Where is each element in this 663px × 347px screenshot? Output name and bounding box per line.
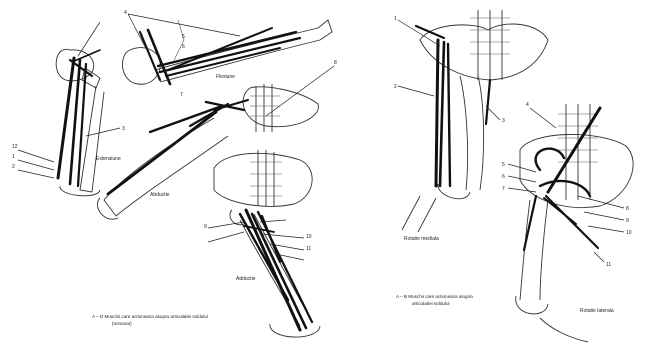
left-caption-line1: A – D Muschii care actioneaza asupra art… (92, 314, 208, 319)
rmarker-3: 3 (502, 118, 505, 124)
right-panel: 1 2 3 Rotatie mediala (394, 10, 633, 342)
marker-5: 5 (182, 34, 185, 40)
marker-10: 10 (306, 234, 312, 240)
marker-9: 9 (204, 224, 207, 230)
right-caption-line1: A – B Muschii care actioneaza asupra (396, 294, 473, 299)
right-caption-line2: articulatiei soldului (412, 301, 450, 306)
rmarker-9: 9 (626, 218, 629, 224)
label-extension: Extensiune (96, 156, 121, 162)
label-adduction: Adductie (236, 276, 256, 282)
marker-1: 1 (12, 154, 15, 160)
abduction-view: 8 Abductie (97, 60, 337, 219)
extension-view: 12 1 2 3 Extensiune (12, 22, 125, 196)
rmarker-7: 7 (502, 186, 505, 192)
rmarker-6: 6 (502, 174, 505, 180)
rmarker-8: 8 (626, 206, 629, 212)
label-abduction: Abductie (150, 192, 170, 198)
marker-8: 8 (334, 60, 337, 66)
label-medial-rotation: Rotatie mediala (404, 236, 439, 242)
flexion-view: 4 5 6 7 Flexiune (122, 10, 332, 98)
rmarker-5: 5 (502, 162, 505, 168)
adduction-view: 9 10 11 Adductie (204, 150, 320, 337)
rmarker-1: 1 (394, 16, 397, 22)
marker-6: 6 (182, 44, 185, 50)
marker-12: 12 (12, 144, 18, 150)
label-flexion: Flexiune (216, 74, 235, 80)
marker-7: 7 (180, 92, 183, 98)
rmarker-2: 2 (394, 84, 397, 90)
left-panel: 12 1 2 3 Extensiune 4 5 6 7 Flexiune (12, 10, 337, 337)
marker-4: 4 (124, 10, 127, 16)
rmarker-10: 10 (626, 230, 632, 236)
marker-2: 2 (12, 164, 15, 170)
label-lateral-rotation: Rotatie laterala (580, 308, 614, 314)
lateral-rotation-view: 4 5 6 7 8 9 10 11 Rotatie laterala (502, 102, 633, 342)
marker-3: 3 (122, 126, 125, 132)
medial-rotation-view: 1 2 3 Rotatie mediala (394, 10, 548, 242)
rmarker-4: 4 (526, 102, 529, 108)
left-caption-line2: (rezumat) (112, 321, 132, 326)
marker-11: 11 (306, 246, 311, 252)
rmarker-11: 11 (606, 262, 611, 268)
